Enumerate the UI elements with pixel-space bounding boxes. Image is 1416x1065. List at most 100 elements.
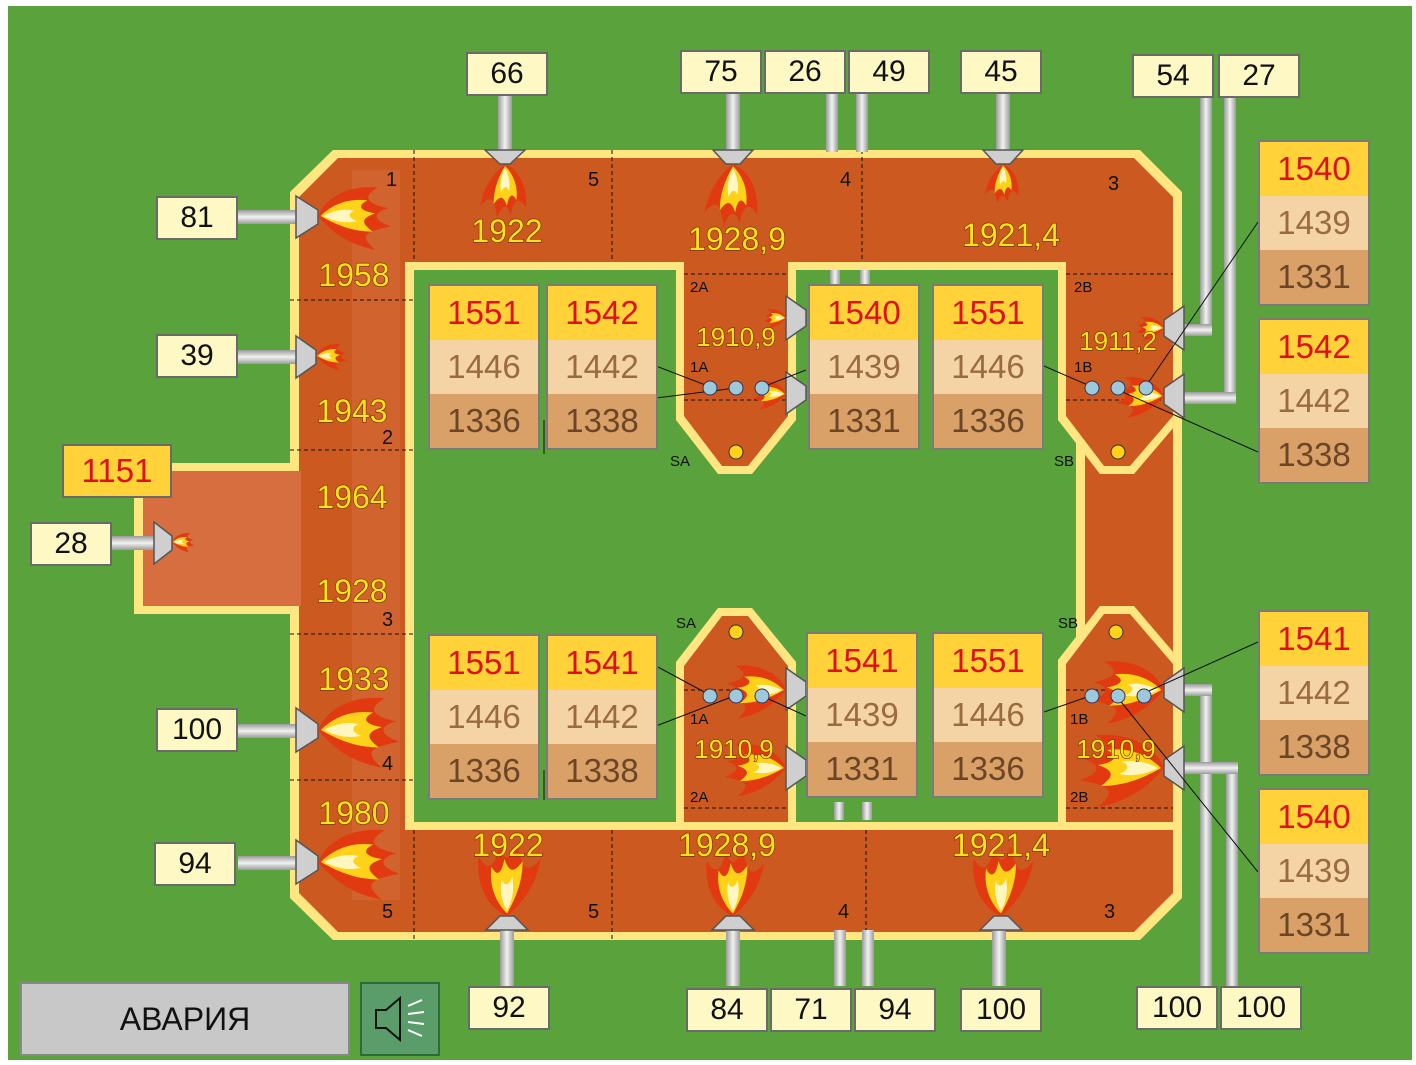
temp-value: 1446 [430,340,538,394]
reading-bottom-2a: 1910,9 [694,734,774,764]
temp-value: 1338 [548,394,656,448]
reading-top-2a: 1910,9 [696,322,776,352]
pipe-81 [238,210,300,224]
reading-bottom-zone3: 1921,4 [952,827,1050,863]
temp-value: 1336 [934,742,1042,796]
reading-left-1928: 1928 [316,573,387,609]
label-bottom-sa: SA [676,615,696,632]
temp-stack-bottom-1: 1551 1446 1336 [428,634,540,800]
reading-left-1980: 1980 [318,795,389,831]
pipe-94b [862,930,874,986]
label-bottom-1b: 1B [1070,711,1088,728]
temp-value: 1338 [1260,720,1368,774]
label-bottom-2b: 2B [1070,789,1088,806]
pipe-45 [996,90,1010,156]
gauge-81[interactable]: 81 [156,196,238,240]
temp-value: 1540 [1260,142,1368,196]
gauge-100-right-2[interactable]: 100 [1220,986,1302,1030]
gauge-66[interactable]: 66 [466,52,548,96]
temp-stack-bottom-4: 1551 1446 1336 [932,632,1044,798]
label-top-2a: 2A [690,279,708,296]
reading-left-1943: 1943 [316,393,387,429]
gauge-100-right-1[interactable]: 100 [1136,986,1218,1030]
temp-value: 1442 [1260,666,1368,720]
temp-value: 1331 [810,394,918,448]
reading-bottom-2b: 1910,9 [1076,734,1156,764]
temp-value: 1336 [934,394,1042,448]
pipe-100b [992,930,1006,986]
pipe-75 [726,90,740,156]
zone-number-left-3: 3 [382,609,393,631]
temp-value: 1439 [810,340,918,394]
temp-value: 1551 [430,286,538,340]
zone-number-top-5: 5 [588,169,599,191]
gauge-39[interactable]: 39 [156,334,238,378]
temp-value: 1446 [430,690,538,744]
gauge-94-bottom[interactable]: 94 [854,988,936,1032]
label-top-sa: SA [670,453,690,470]
gauge-27[interactable]: 27 [1218,54,1300,98]
temp-value: 1338 [548,744,656,798]
temp-stack-bottom-2: 1541 1442 1338 [546,634,658,800]
pipe-94l [238,856,300,870]
temp-value: 1439 [808,688,916,742]
temp-value: 1336 [430,744,538,798]
label-bottom-1a: 1A [690,711,708,728]
gauge-94-left[interactable]: 94 [154,842,236,886]
gauge-28[interactable]: 28 [30,522,112,566]
temp-value: 1442 [548,340,656,394]
pipe-39 [238,350,300,364]
gauge-100-left[interactable]: 100 [156,708,238,752]
zone-number-bottom-4: 4 [838,901,849,923]
temp-stack-right-2: 1542 1442 1338 [1258,318,1370,484]
zone-number-top-1: 1 [386,169,397,191]
temp-stack-top-4: 1551 1446 1336 [932,284,1044,450]
zone-number-bottom-5a: 5 [382,901,393,923]
temp-value: 1446 [934,688,1042,742]
gauge-54[interactable]: 54 [1132,54,1214,98]
sound-toggle-button[interactable] [360,982,440,1056]
temp-value: 1541 [808,634,916,688]
gauge-1151[interactable]: 1151 [62,444,172,498]
pipe-84 [726,930,740,986]
reading-left-1933: 1933 [318,661,389,697]
reading-left-1958: 1958 [318,257,389,293]
temp-stack-top-1: 1551 1446 1336 [428,284,540,450]
temp-value: 1446 [934,340,1042,394]
reading-bottom-zone4: 1928,9 [678,827,776,863]
label-top-2b: 2B [1074,279,1092,296]
zone-number-top-3: 3 [1108,173,1119,195]
pipe-54 [1200,94,1212,334]
pipe-26 [826,90,838,152]
temp-value: 1540 [810,286,918,340]
gauge-45[interactable]: 45 [960,50,1042,94]
reading-bottom-zone5: 1922 [472,827,543,863]
pipe-100r2 [1226,768,1238,990]
alarm-button[interactable]: АВАРИЯ [20,982,350,1056]
temp-value: 1336 [430,394,538,448]
zone-number-left-2: 2 [382,427,393,449]
temp-value: 1551 [934,286,1042,340]
gauge-71[interactable]: 71 [770,988,852,1032]
temp-stack-bottom-3: 1541 1439 1331 [806,632,918,798]
pipe-92 [500,930,514,986]
zone-number-bottom-3: 3 [1104,901,1115,923]
temp-stack-right-4: 1540 1439 1331 [1258,788,1370,954]
temp-value: 1331 [1260,898,1368,952]
label-bottom-2a: 2A [690,789,708,806]
gauge-75[interactable]: 75 [680,50,762,94]
label-top-1b: 1B [1074,359,1092,376]
gauge-100-bottom[interactable]: 100 [960,988,1042,1032]
temp-value: 1439 [1260,844,1368,898]
gauge-49[interactable]: 49 [848,50,930,94]
gauge-26[interactable]: 26 [764,50,846,94]
temp-value: 1541 [548,636,656,690]
zone-number-left-4: 4 [382,753,393,775]
gauge-92[interactable]: 92 [468,986,550,1030]
gauge-84[interactable]: 84 [686,988,768,1032]
temp-value: 1551 [934,634,1042,688]
speaker-icon [375,995,425,1043]
temp-stack-top-3: 1540 1439 1331 [808,284,920,450]
pipe-71 [834,930,846,986]
temp-stack-right-3: 1541 1442 1338 [1258,610,1370,776]
